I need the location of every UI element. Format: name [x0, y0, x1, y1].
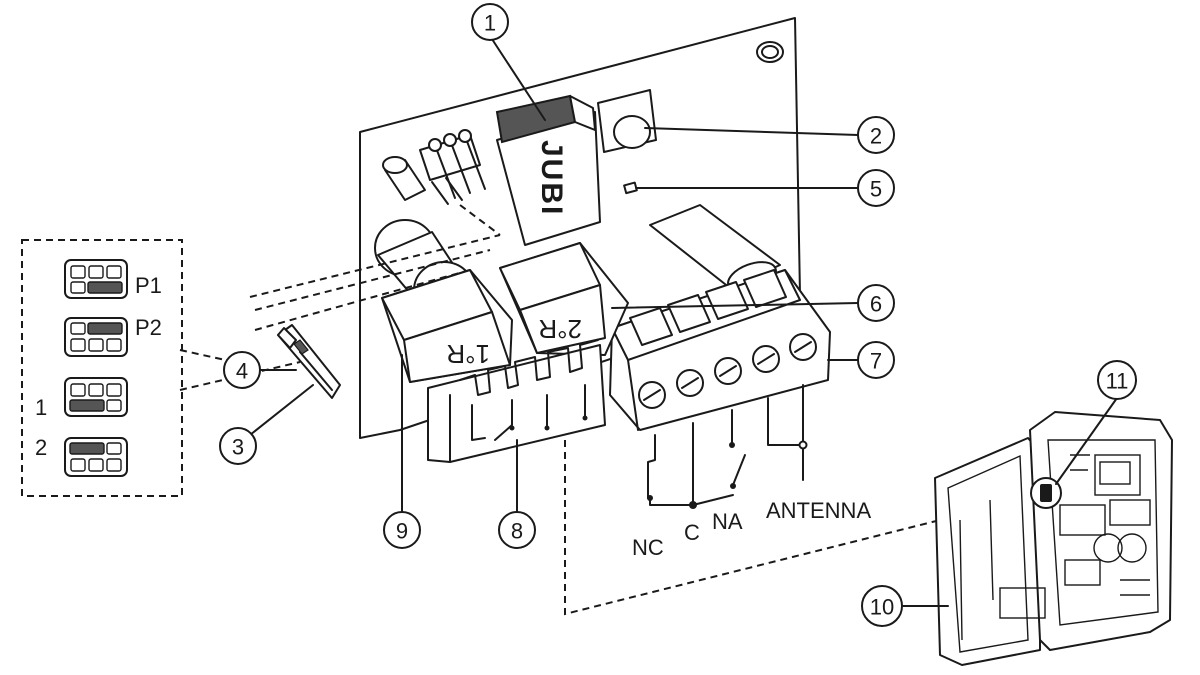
dash-link-board-pins: [459, 204, 501, 236]
svg-text:9: 9: [396, 519, 408, 544]
svg-text:4: 4: [236, 359, 248, 384]
callout-3: 3: [219, 427, 257, 465]
pin-header: [419, 129, 486, 205]
terminal-screw-5: [789, 333, 817, 361]
terminal-label-antenna: ANTENNA: [766, 498, 871, 523]
module-location-marker: [1030, 477, 1062, 509]
svg-text:6: 6: [870, 292, 882, 317]
terminal-screw-3: [714, 357, 742, 385]
jumper-label-p2: P2: [135, 315, 162, 340]
dash-link-to-enclosure: [564, 440, 1041, 616]
callout-8: 8: [498, 511, 536, 549]
svg-text:11: 11: [1106, 369, 1129, 394]
terminal-screw-4: [752, 345, 780, 373]
relay-2: 2°R: [499, 242, 629, 356]
callout-11: 11: [1097, 360, 1137, 400]
terminal-wiring: [647, 384, 808, 509]
leader-lines: [249, 35, 1118, 607]
svg-text:2: 2: [870, 124, 882, 149]
svg-text:5: 5: [870, 177, 882, 202]
callout-4: 4: [223, 351, 261, 389]
callout-7: 7: [857, 341, 895, 379]
capacitor-component: [382, 156, 426, 201]
jumper-p2: [64, 317, 128, 357]
led-indicator: [623, 181, 638, 195]
svg-text:8: 8: [511, 519, 523, 544]
jumper-label-2: 2: [35, 435, 47, 460]
jumper-label-p1: P1: [135, 273, 162, 298]
dash-link-board-upper: [249, 234, 501, 298]
svg-text:1: 1: [484, 11, 496, 36]
jumper-panel: P1 P2 1 2: [21, 239, 183, 497]
svg-text:7: 7: [870, 349, 882, 374]
dash-link-board-mid: [254, 249, 491, 311]
jumper-2: [64, 437, 128, 477]
terminal-screw-2: [676, 369, 704, 397]
terminal-label-c: C: [684, 520, 700, 545]
callout-6: 6: [857, 284, 895, 322]
relay-2-label: 2°R: [538, 314, 582, 344]
callout-2: 2: [857, 116, 895, 154]
svg-text:3: 3: [232, 435, 244, 460]
callout-9: 9: [383, 511, 421, 549]
receiver-module: JUBI: [495, 94, 601, 246]
callout-10: 10: [861, 585, 903, 627]
dash-link-board-lower: [254, 269, 471, 331]
terminal-block: [609, 269, 831, 431]
jumper-1: [64, 377, 128, 417]
callout-5: 5: [857, 169, 895, 207]
svg-text:10: 10: [870, 595, 894, 620]
jumper-cap: [277, 324, 341, 399]
terminal-screw-1: [638, 381, 666, 409]
relay-connector: [427, 339, 606, 463]
jumper-label-1: 1: [35, 395, 47, 420]
control-enclosure: [934, 411, 1173, 666]
relay-1-label: 1°R: [446, 339, 490, 369]
jumper-p1: [64, 259, 128, 299]
push-button: [597, 89, 657, 153]
terminal-label-nc: NC: [632, 535, 664, 560]
callout-1: 1: [471, 3, 509, 41]
terminal-label-na: NA: [712, 509, 743, 534]
module-brand-label: JUBI: [535, 140, 568, 216]
